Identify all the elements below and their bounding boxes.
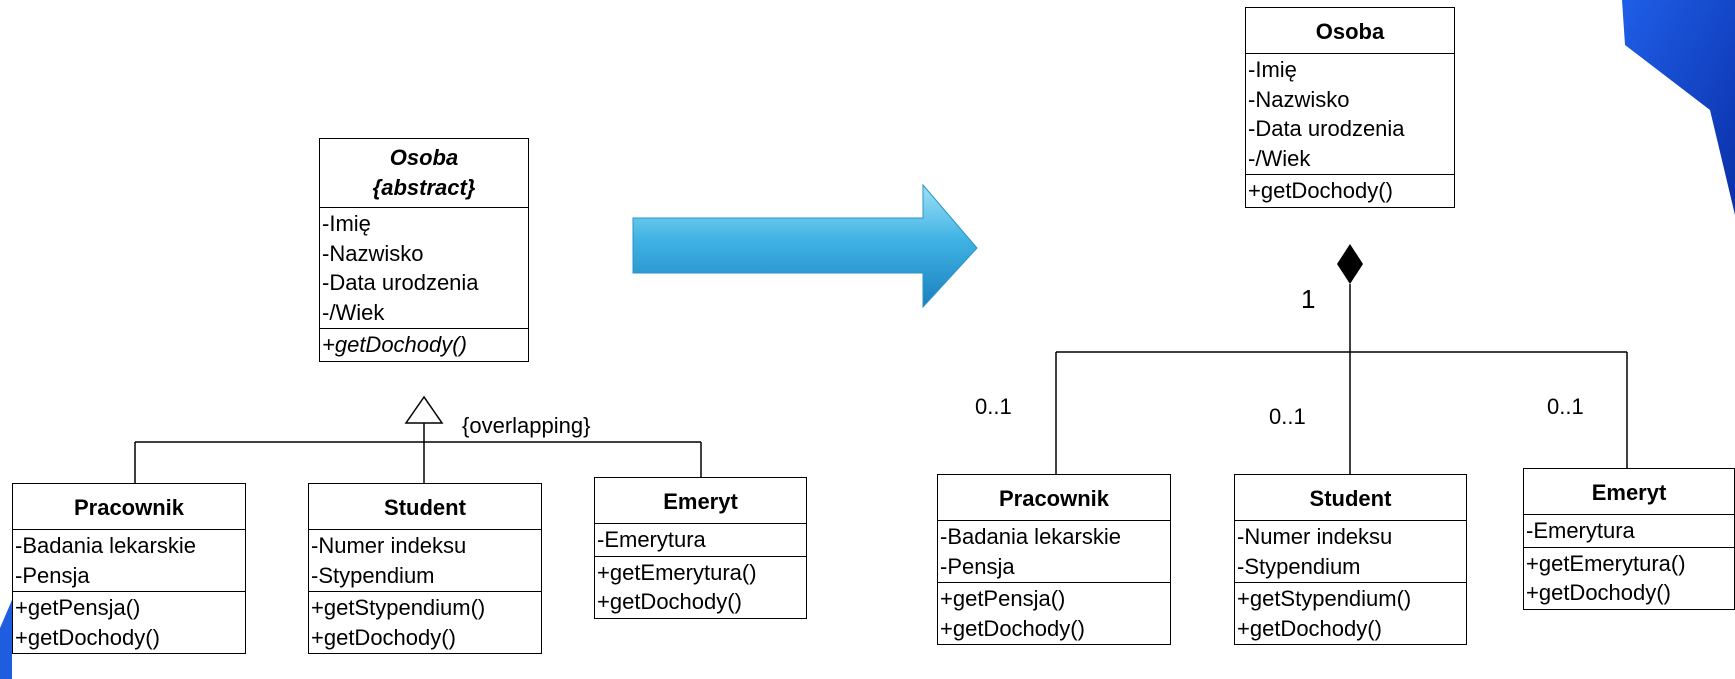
attribute: -Nazwisko [1248, 86, 1350, 112]
operation: +getDochody() [322, 332, 467, 357]
class-name: Student [1309, 486, 1392, 511]
multiplicity-pracownik: 0..1 [975, 394, 1012, 419]
operation: +getDochody() [940, 615, 1085, 641]
attribute: -/Wiek [1248, 145, 1311, 171]
operation: +getEmerytura() [1526, 550, 1686, 576]
attribute: -/Wiek [322, 299, 385, 325]
composition-diamond-icon [1337, 244, 1363, 284]
operation: +getDochody() [1248, 178, 1393, 203]
operation: +getDochody() [1526, 580, 1671, 605]
constraint-label: {overlapping} [462, 413, 591, 438]
class-name: Emeryt [1591, 480, 1667, 505]
multiplicity-whole: 1 [1301, 284, 1316, 314]
class-emeryt-left: Emeryt -Emerytura +getEmerytura() +getDo… [594, 477, 807, 619]
generalization-triangle-icon [404, 395, 444, 424]
operation: +getDochody() [311, 624, 456, 650]
attribute: -Nazwisko [322, 240, 424, 266]
operation: +getDochody() [15, 624, 160, 650]
corner-decoration-bottom-left [0, 600, 12, 679]
attribute: -Pensja [940, 553, 1015, 579]
class-osoba-abstract: Osoba {abstract} -Imię -Nazwisko -Data u… [319, 138, 529, 362]
attribute: -Emerytura [1526, 518, 1635, 543]
class-name: Osoba {abstract} [320, 139, 528, 207]
attribute: -Stypendium [1237, 553, 1361, 579]
class-pracownik-left: Pracownik -Badania lekarskie -Pensja +ge… [12, 483, 246, 654]
class-name: Student [384, 495, 466, 520]
attribute: -Imię [322, 211, 371, 236]
corner-decoration-top-right [1622, 0, 1735, 215]
class-student-left: Student -Numer indeksu -Stypendium +getS… [308, 483, 542, 654]
class-name: Pracownik [73, 495, 185, 520]
attribute: -Badania lekarskie [940, 524, 1121, 549]
operation: +getDochody() [1237, 615, 1382, 641]
multiplicity-emeryt: 0..1 [1547, 394, 1584, 419]
attribute: -Numer indeksu [1237, 524, 1393, 549]
class-name: Pracownik [998, 486, 1110, 511]
class-emeryt: Emeryt -Emerytura +getEmerytura() +getDo… [1523, 468, 1735, 610]
class-title: Osoba [389, 145, 459, 170]
operation: +getDochody() [597, 589, 742, 614]
attribute: -Badania lekarskie [15, 533, 196, 558]
attribute: -Emerytura [597, 527, 706, 552]
class-student: Student -Numer indeksu -Stypendium +getS… [1234, 474, 1467, 645]
class-name: Emeryt [663, 489, 738, 514]
class-pracownik: Pracownik -Badania lekarskie -Pensja +ge… [937, 474, 1171, 645]
operation: +getPensja() [15, 595, 141, 620]
composition-lines [1055, 284, 1628, 474]
attribute: -Data urodzenia [322, 270, 479, 295]
transform-arrow-icon [632, 183, 978, 309]
operation: +getStypendium() [1237, 586, 1412, 611]
operation: +getEmerytura() [597, 559, 757, 585]
attribute: -Pensja [15, 562, 90, 588]
attribute: -Imię [1248, 57, 1297, 82]
operation: +getPensja() [940, 586, 1066, 611]
class-osoba: Osoba -Imię -Nazwisko -Data urodzenia -/… [1245, 7, 1455, 208]
multiplicity-student: 0..1 [1269, 404, 1306, 429]
attribute: -Numer indeksu [311, 533, 467, 558]
attribute: -Stypendium [311, 562, 435, 588]
class-stereotype: {abstract} [372, 175, 476, 200]
class-name: Osoba [1315, 19, 1385, 44]
attribute: -Data urodzenia [1248, 116, 1405, 141]
operation: +getStypendium() [311, 595, 486, 620]
generalization-lines [134, 423, 702, 483]
